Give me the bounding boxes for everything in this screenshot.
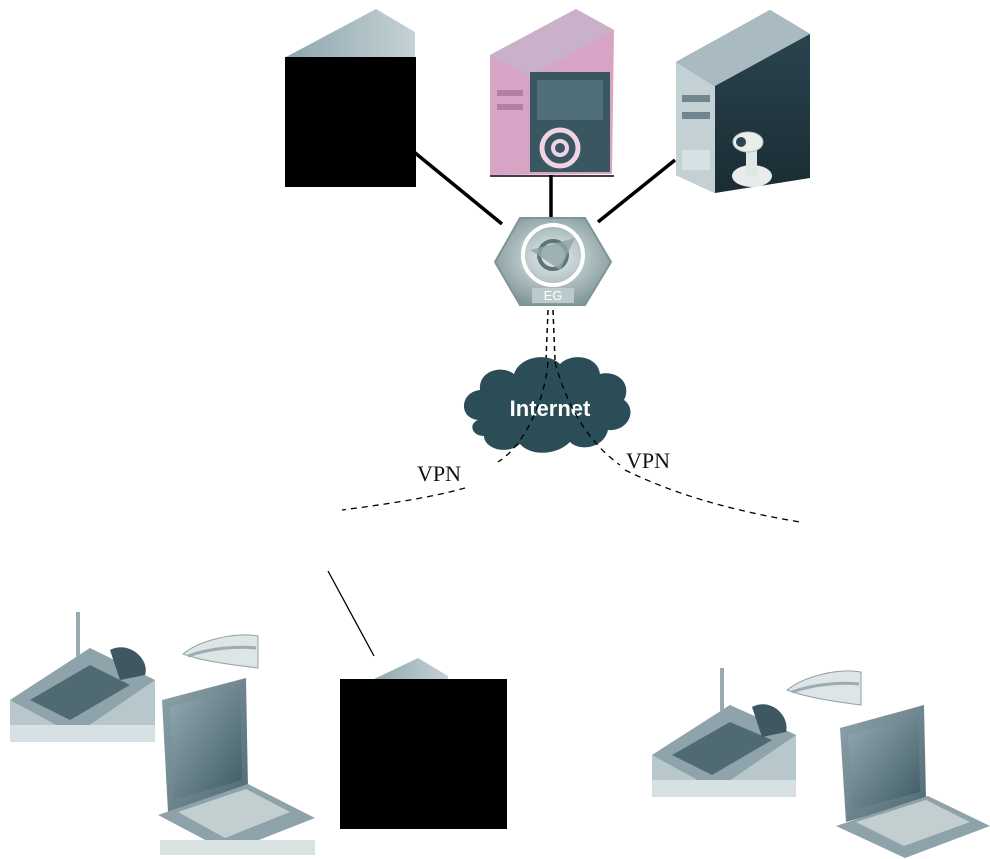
vpn-left-label: VPN	[417, 461, 461, 486]
wifi-signal-icon	[182, 634, 259, 669]
gateway-internet-links	[545, 309, 556, 361]
link-branch-device	[327, 570, 375, 657]
laptop-icon[interactable]	[836, 705, 990, 858]
redacted-box	[285, 57, 416, 187]
wifi-signal-icon	[785, 670, 862, 706]
server-links	[412, 150, 677, 226]
wireless-router-icon[interactable]	[10, 612, 155, 742]
gateway-label: EG	[544, 288, 563, 303]
link-server-left	[412, 150, 504, 226]
server-icon[interactable]	[285, 9, 416, 187]
gateway-icon[interactable]: EG	[493, 217, 613, 306]
wireless-router-icon[interactable]	[652, 668, 796, 797]
mail-server-icon[interactable]	[490, 9, 614, 177]
laptop-icon[interactable]	[158, 678, 315, 855]
cloud-label: Internet	[510, 396, 591, 421]
internet-cloud-icon[interactable]: Internet	[463, 357, 631, 453]
link-server-right	[596, 158, 677, 224]
vpn-right-label: VPN	[626, 448, 670, 473]
redacted-box	[340, 679, 507, 829]
vpn-links	[341, 361, 801, 523]
camera-server-icon[interactable]	[676, 10, 810, 193]
branch-device[interactable]	[340, 658, 507, 829]
